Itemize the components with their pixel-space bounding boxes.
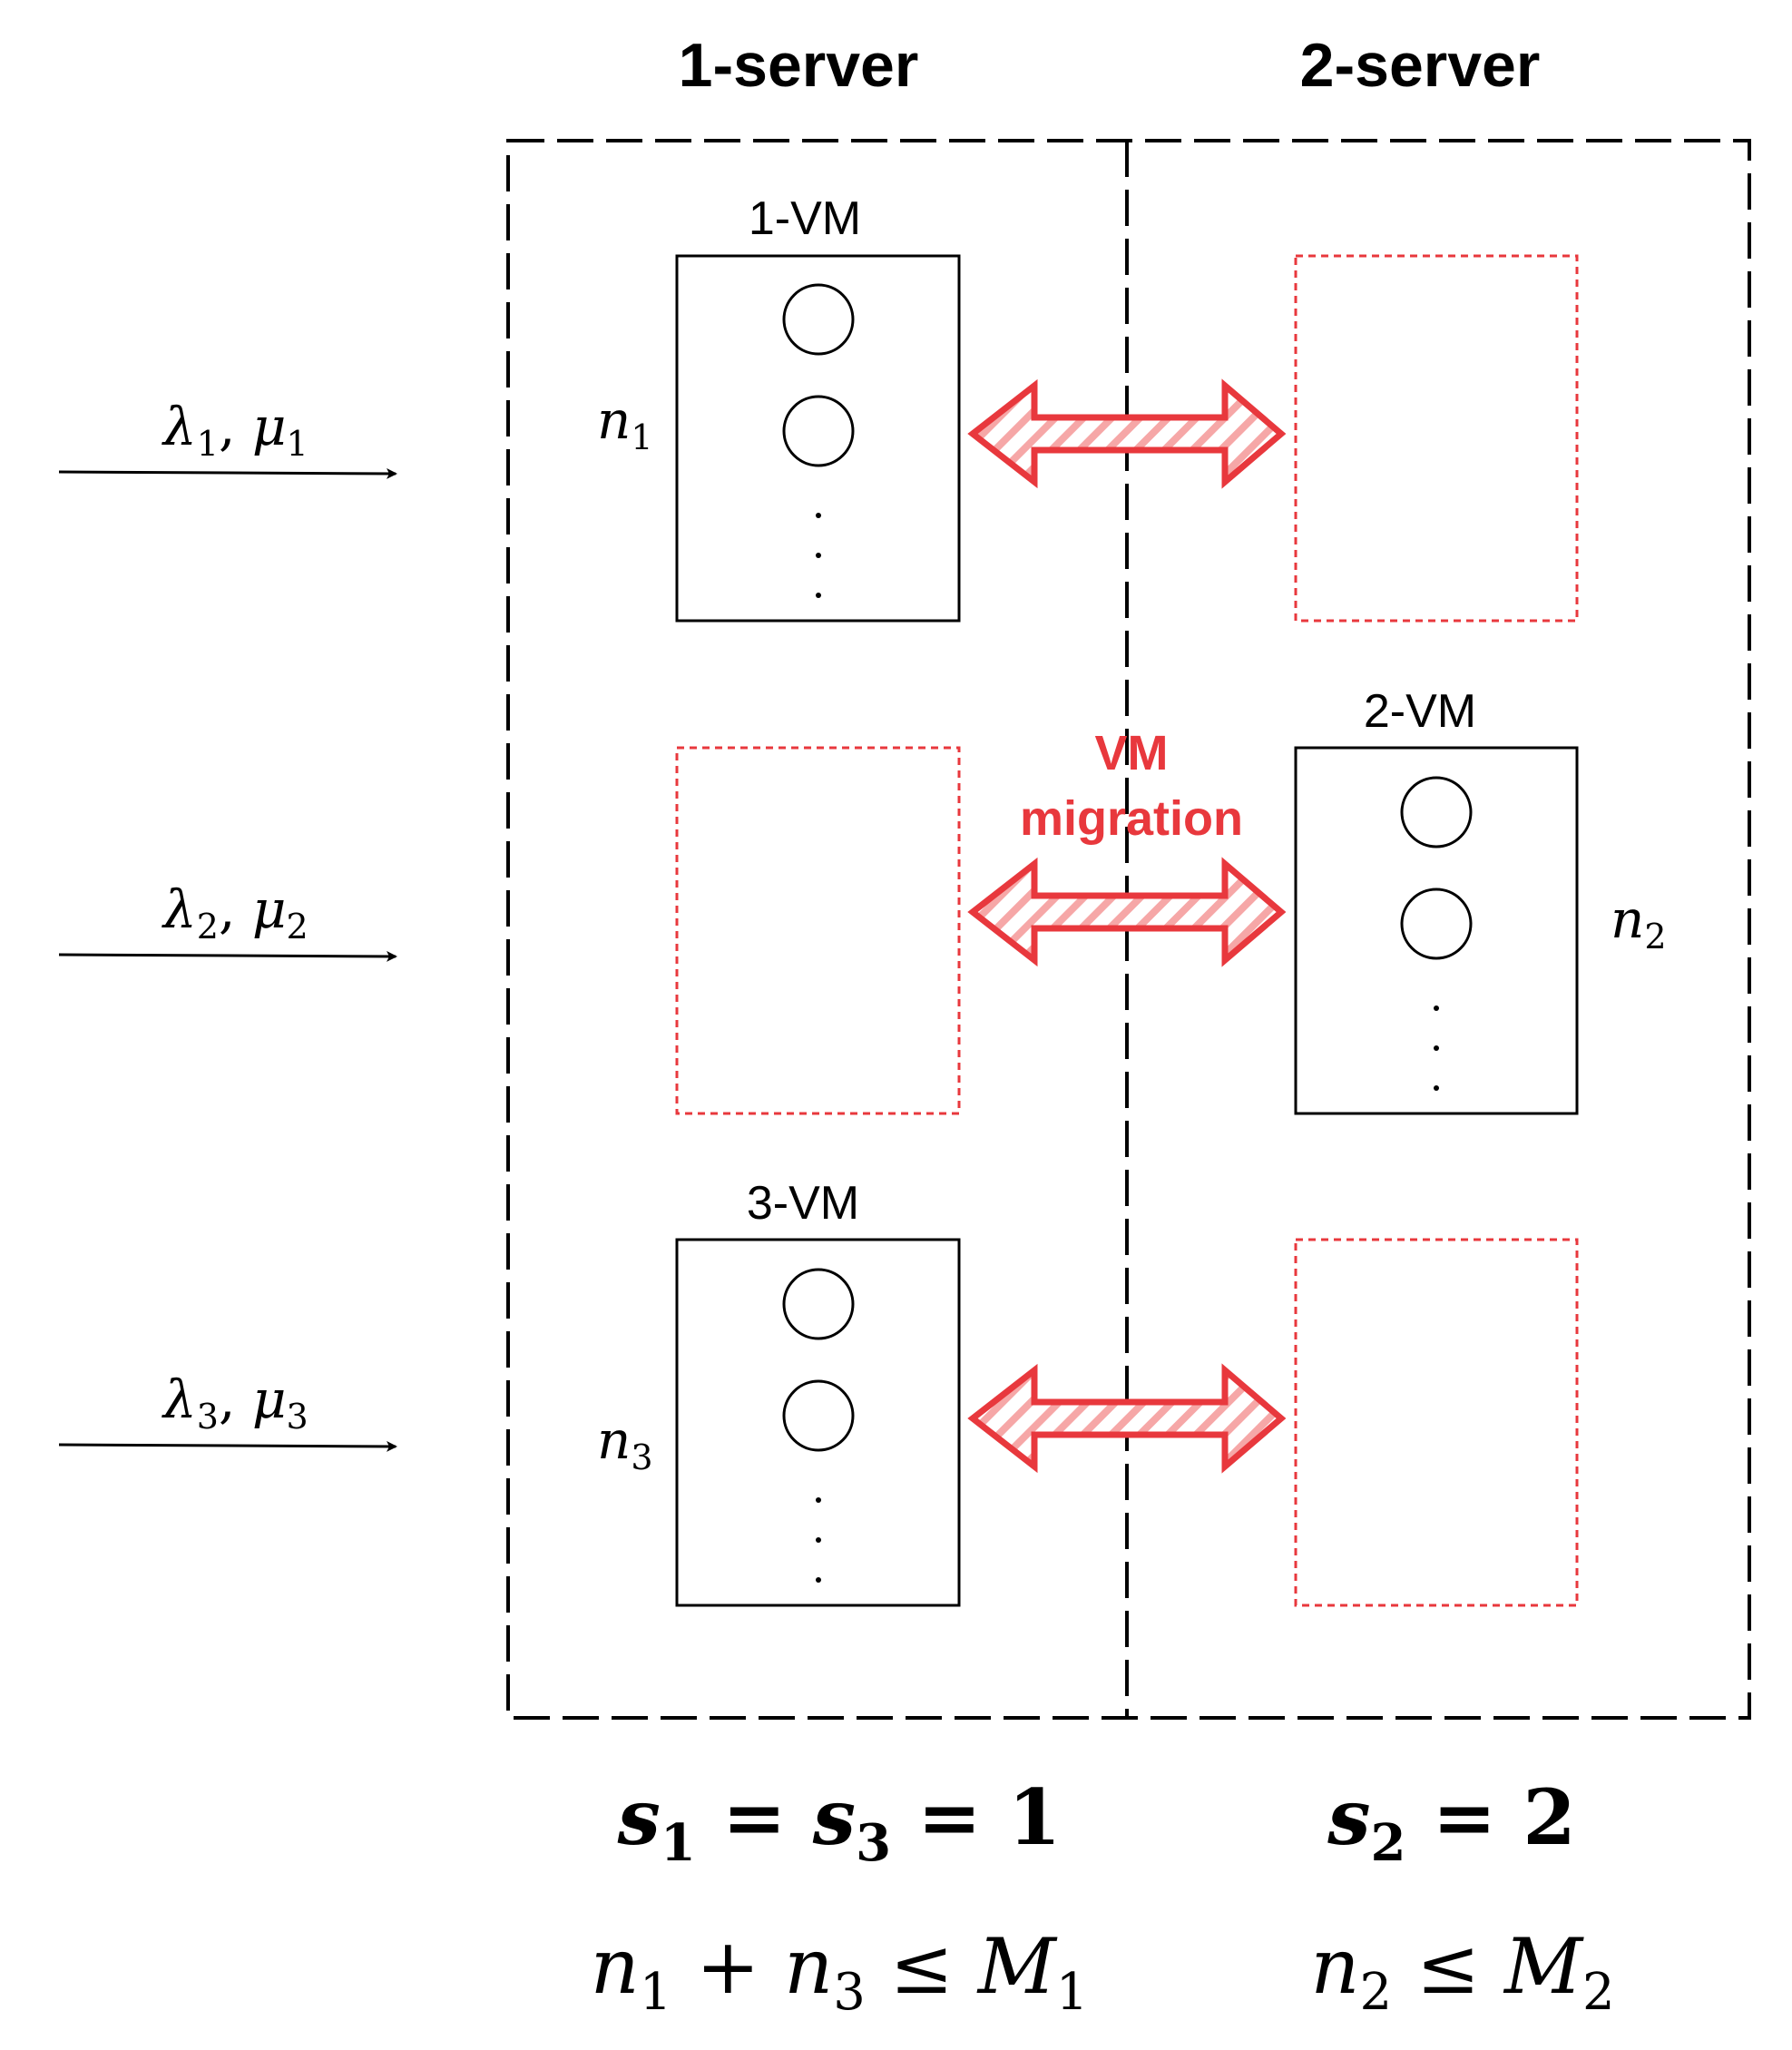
header-2-server: 2-server: [1300, 31, 1541, 100]
arrival-label-2: λ2, μ2: [162, 878, 308, 947]
vm3-dot-2: [816, 1537, 821, 1543]
vm2-label: 2-VM: [1364, 685, 1476, 738]
vm1-slot-2: [782, 395, 855, 467]
equation-capacity-right: n2 ≤ M2: [1310, 1922, 1614, 2022]
vm1-slot-1: [782, 283, 855, 356]
vm2-slot-2: [1400, 888, 1473, 960]
vm1-box: [675, 254, 961, 623]
arrival-arrow-2: [58, 950, 397, 962]
header-1-server: 1-server: [679, 31, 919, 100]
vm2-dot-2: [1434, 1045, 1439, 1051]
vm2-slot-1: [1400, 776, 1473, 848]
migration-arrow-middle: [967, 857, 1287, 967]
arrival-arrow-1: [58, 467, 397, 479]
arrival-label-3: λ3, μ3: [162, 1368, 308, 1437]
vm2-dot-1: [1434, 1005, 1439, 1011]
migration-slot-left-middle: [675, 746, 961, 1115]
vm2-dot-3: [1434, 1085, 1439, 1091]
vm1-dot-2: [816, 553, 821, 558]
vm3-dot-3: [816, 1577, 821, 1583]
equation-servers-right: s2 = 2: [1327, 1772, 1576, 1873]
vm3-slot-2: [782, 1379, 855, 1452]
vm1-dot-1: [816, 513, 821, 518]
vm2-box: [1294, 746, 1579, 1115]
vm3-slot-1: [782, 1268, 855, 1340]
n1-label: n1: [597, 389, 653, 457]
migration-label-line1: VM: [1095, 726, 1169, 780]
vm1-label: 1-VM: [749, 192, 861, 245]
arrival-arrow-3: [58, 1440, 397, 1452]
equation-capacity-left: n1 + n3 ≤ M1: [591, 1922, 1089, 2022]
migration-arrow-top: [967, 378, 1287, 489]
vm3-box: [675, 1238, 961, 1607]
equation-servers-left: s1 = s3 = 1: [617, 1772, 1062, 1873]
vm3-label: 3-VM: [747, 1177, 859, 1230]
vm1-dot-3: [816, 593, 821, 598]
migration-slot-right-top: [1294, 254, 1579, 623]
n2-label: n2: [1611, 888, 1667, 956]
migration-arrow-bottom: [967, 1363, 1287, 1474]
arrival-label-1: λ1, μ1: [162, 396, 308, 464]
n3-label: n3: [597, 1409, 653, 1477]
migration-slot-right-bottom: [1294, 1238, 1579, 1607]
vm3-dot-1: [816, 1497, 821, 1503]
migration-label-line2: migration: [1020, 791, 1243, 846]
